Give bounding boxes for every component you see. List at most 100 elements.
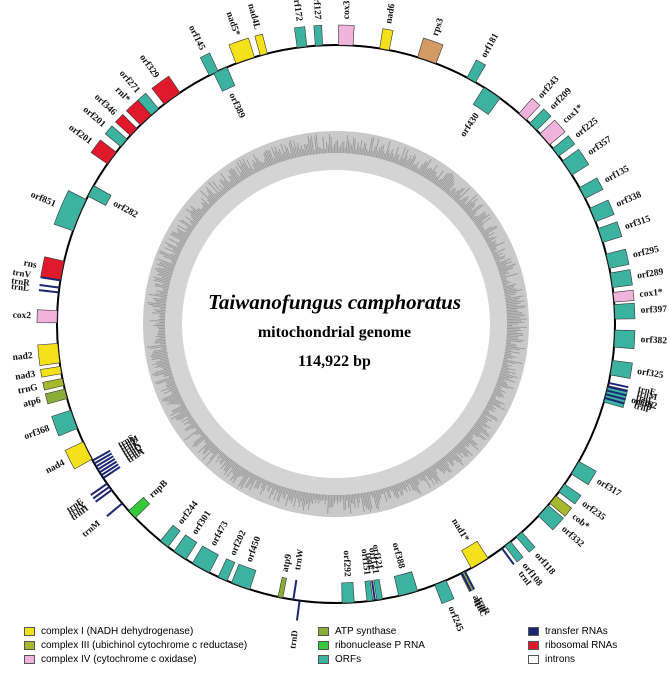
- gc-tick: [202, 443, 215, 456]
- gc-tick: [165, 394, 181, 403]
- gc-tick: [365, 492, 370, 510]
- gene-block: [36, 309, 58, 324]
- gene-label: nad5*: [224, 11, 242, 38]
- gc-tick: [432, 176, 438, 184]
- gc-tick: [347, 494, 350, 509]
- gc-tick: [394, 154, 399, 164]
- gc-tick: [496, 382, 515, 390]
- gc-tick: [230, 168, 241, 183]
- gc-tick: [388, 149, 394, 162]
- gene-block: [231, 563, 257, 590]
- gc-tick: [360, 148, 363, 155]
- gc-tick: [501, 277, 507, 281]
- gc-tick: [240, 468, 246, 477]
- gc-tick: [151, 356, 169, 361]
- gc-tick: [219, 454, 227, 464]
- legend-label: introns: [545, 653, 576, 665]
- gc-tick: [362, 492, 366, 506]
- gc-tick: [490, 397, 505, 405]
- gc-tick: [405, 480, 411, 491]
- legend-label: ribosomal RNAs: [545, 639, 618, 651]
- gc-tick: [158, 272, 172, 278]
- gc-tick: [171, 232, 187, 242]
- gene-label: nad4: [44, 458, 67, 476]
- gc-tick: [162, 391, 180, 400]
- gc-tick: [313, 493, 316, 500]
- gc-tick: [379, 144, 385, 159]
- gc-tick: [200, 202, 210, 210]
- gc-tick: [289, 489, 294, 501]
- gc-tick: [223, 461, 235, 476]
- gc-tick: [452, 187, 464, 200]
- trna-label: trnM: [80, 518, 103, 539]
- gc-tick: [503, 287, 514, 291]
- gene-block: [518, 97, 541, 121]
- trna-mark: [606, 389, 627, 397]
- gc-tick: [164, 247, 180, 255]
- gc-tick: [249, 168, 254, 175]
- trna-mark: [501, 547, 515, 565]
- gc-tick: [501, 366, 516, 371]
- gc-tick: [468, 204, 484, 217]
- gc-tick: [191, 216, 199, 223]
- trna-mark: [39, 283, 60, 289]
- gc-tick: [273, 485, 280, 501]
- gc-tick: [293, 490, 297, 499]
- gc-tick: [250, 474, 257, 485]
- gene-block: [379, 28, 394, 51]
- gc-tick: [240, 471, 251, 490]
- gc-tick: [505, 295, 524, 300]
- gene-label: orf145: [186, 24, 207, 52]
- gc-tick: [288, 142, 294, 159]
- trna-mark: [604, 397, 625, 405]
- gc-tick: [156, 263, 174, 271]
- gc-tick: [353, 494, 356, 509]
- gc-tick: [324, 494, 327, 505]
- gc-tick: [212, 181, 225, 196]
- gc-tick: [356, 493, 360, 508]
- gc-tick: [283, 487, 288, 500]
- gc-tick: [238, 159, 250, 177]
- gc-tick: [152, 305, 166, 309]
- gc-tick: [465, 205, 476, 214]
- gc-tick: [242, 158, 253, 176]
- gc-tick: [152, 350, 168, 354]
- legend-swatch: [318, 626, 329, 636]
- gc-tick: [433, 170, 444, 185]
- gene-label: orf292: [341, 550, 352, 577]
- gc-tick: [483, 409, 490, 413]
- trna-label: trnV: [12, 267, 32, 280]
- gc-tick: [506, 315, 526, 318]
- legend-label: ribonuclease P RNA: [335, 639, 425, 651]
- gene-label: orf127: [311, 0, 323, 20]
- gc-tick: [195, 426, 200, 430]
- trna-label: trnN: [634, 396, 655, 410]
- trna-mark: [463, 571, 475, 590]
- gc-tick: [505, 347, 520, 351]
- gc-tick: [506, 310, 519, 313]
- gene-label: orf388: [390, 542, 407, 570]
- gc-tick: [177, 401, 184, 405]
- gc-tick: [274, 151, 280, 163]
- gc-tick: [177, 224, 192, 234]
- gc-tick: [474, 424, 490, 436]
- gc-tick: [150, 353, 168, 358]
- gene-block: [579, 177, 604, 199]
- gene-block: [159, 524, 181, 548]
- gc-tick: [154, 376, 174, 384]
- gc-tick: [477, 419, 492, 429]
- gc-tick: [378, 489, 382, 499]
- gc-tick: [311, 493, 315, 505]
- gc-tick: [486, 240, 492, 245]
- legend-item-rnasep: ribonuclease P RNA: [318, 638, 425, 652]
- gc-tick: [504, 295, 511, 298]
- gc-tick: [162, 288, 169, 291]
- gc-tick: [230, 175, 238, 186]
- gc-tick: [492, 248, 506, 255]
- gc-tick: [154, 283, 170, 288]
- gc-tick: [227, 175, 236, 186]
- trna-label: trnL: [11, 281, 30, 293]
- gc-tick: [159, 292, 168, 295]
- gc-tick: [455, 187, 470, 203]
- gc-tick: [194, 425, 199, 429]
